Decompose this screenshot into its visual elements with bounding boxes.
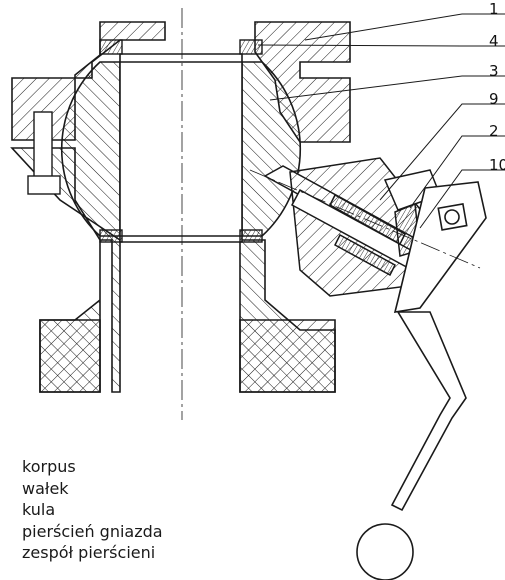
leader-lines xyxy=(257,13,505,229)
parts-legend: korpus wałek kula pierścień gniazda zesp… xyxy=(22,456,163,564)
callout-9: 9 xyxy=(489,90,499,108)
callout-3: 3 xyxy=(489,62,499,80)
lever-handle xyxy=(356,181,487,580)
centerlines xyxy=(181,8,481,420)
ball xyxy=(60,53,302,243)
valve-body xyxy=(10,21,351,393)
shaft-assembly xyxy=(263,157,442,297)
callout-10: 10 xyxy=(489,156,505,174)
legend-item-shaft: wałek xyxy=(22,478,69,498)
callout-4: 4 xyxy=(489,32,499,50)
legend-item-ball: kula xyxy=(22,500,56,519)
callout-2: 2 xyxy=(489,122,499,140)
bolt xyxy=(27,111,61,195)
legend-item-seat-ring: pierścień gniazda xyxy=(22,521,163,541)
legend-item-body: korpus xyxy=(22,457,76,476)
callout-1: 1 xyxy=(489,0,499,18)
legend-item-ring-assembly: zespół pierścieni xyxy=(22,543,156,562)
seat-rings xyxy=(99,39,263,243)
